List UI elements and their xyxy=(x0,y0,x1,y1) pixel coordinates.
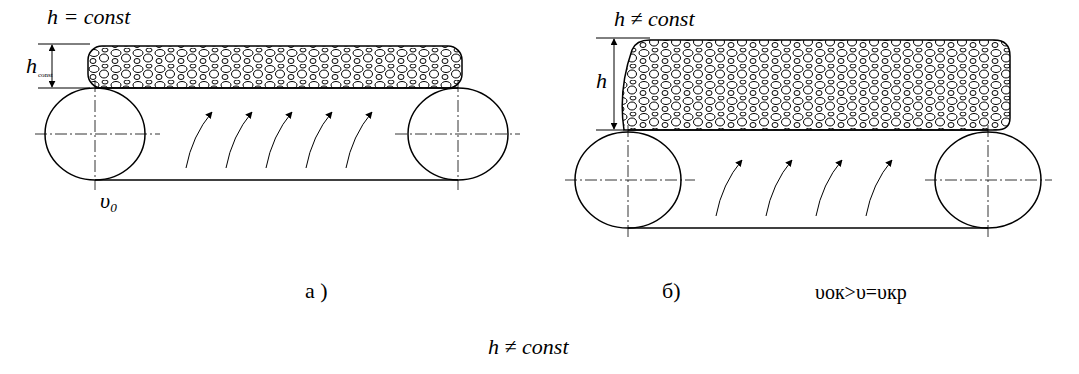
subscript: const xyxy=(38,72,53,79)
figure-label: б) xyxy=(662,280,681,302)
speed-relation: υок>υ=υкр xyxy=(815,282,907,302)
dimension-note: h ≠ const xyxy=(488,336,569,358)
dimension-symbol: h xyxy=(26,55,37,77)
dimension-note: h = const xyxy=(47,6,130,28)
dimension-symbol: h xyxy=(596,70,607,92)
speed-symbol: υ₀ xyxy=(100,190,118,212)
material-layer xyxy=(622,40,1010,130)
figure-label: а ) xyxy=(305,280,328,302)
material-layer xyxy=(88,46,462,88)
dimension-note: h ≠ const xyxy=(614,8,695,30)
